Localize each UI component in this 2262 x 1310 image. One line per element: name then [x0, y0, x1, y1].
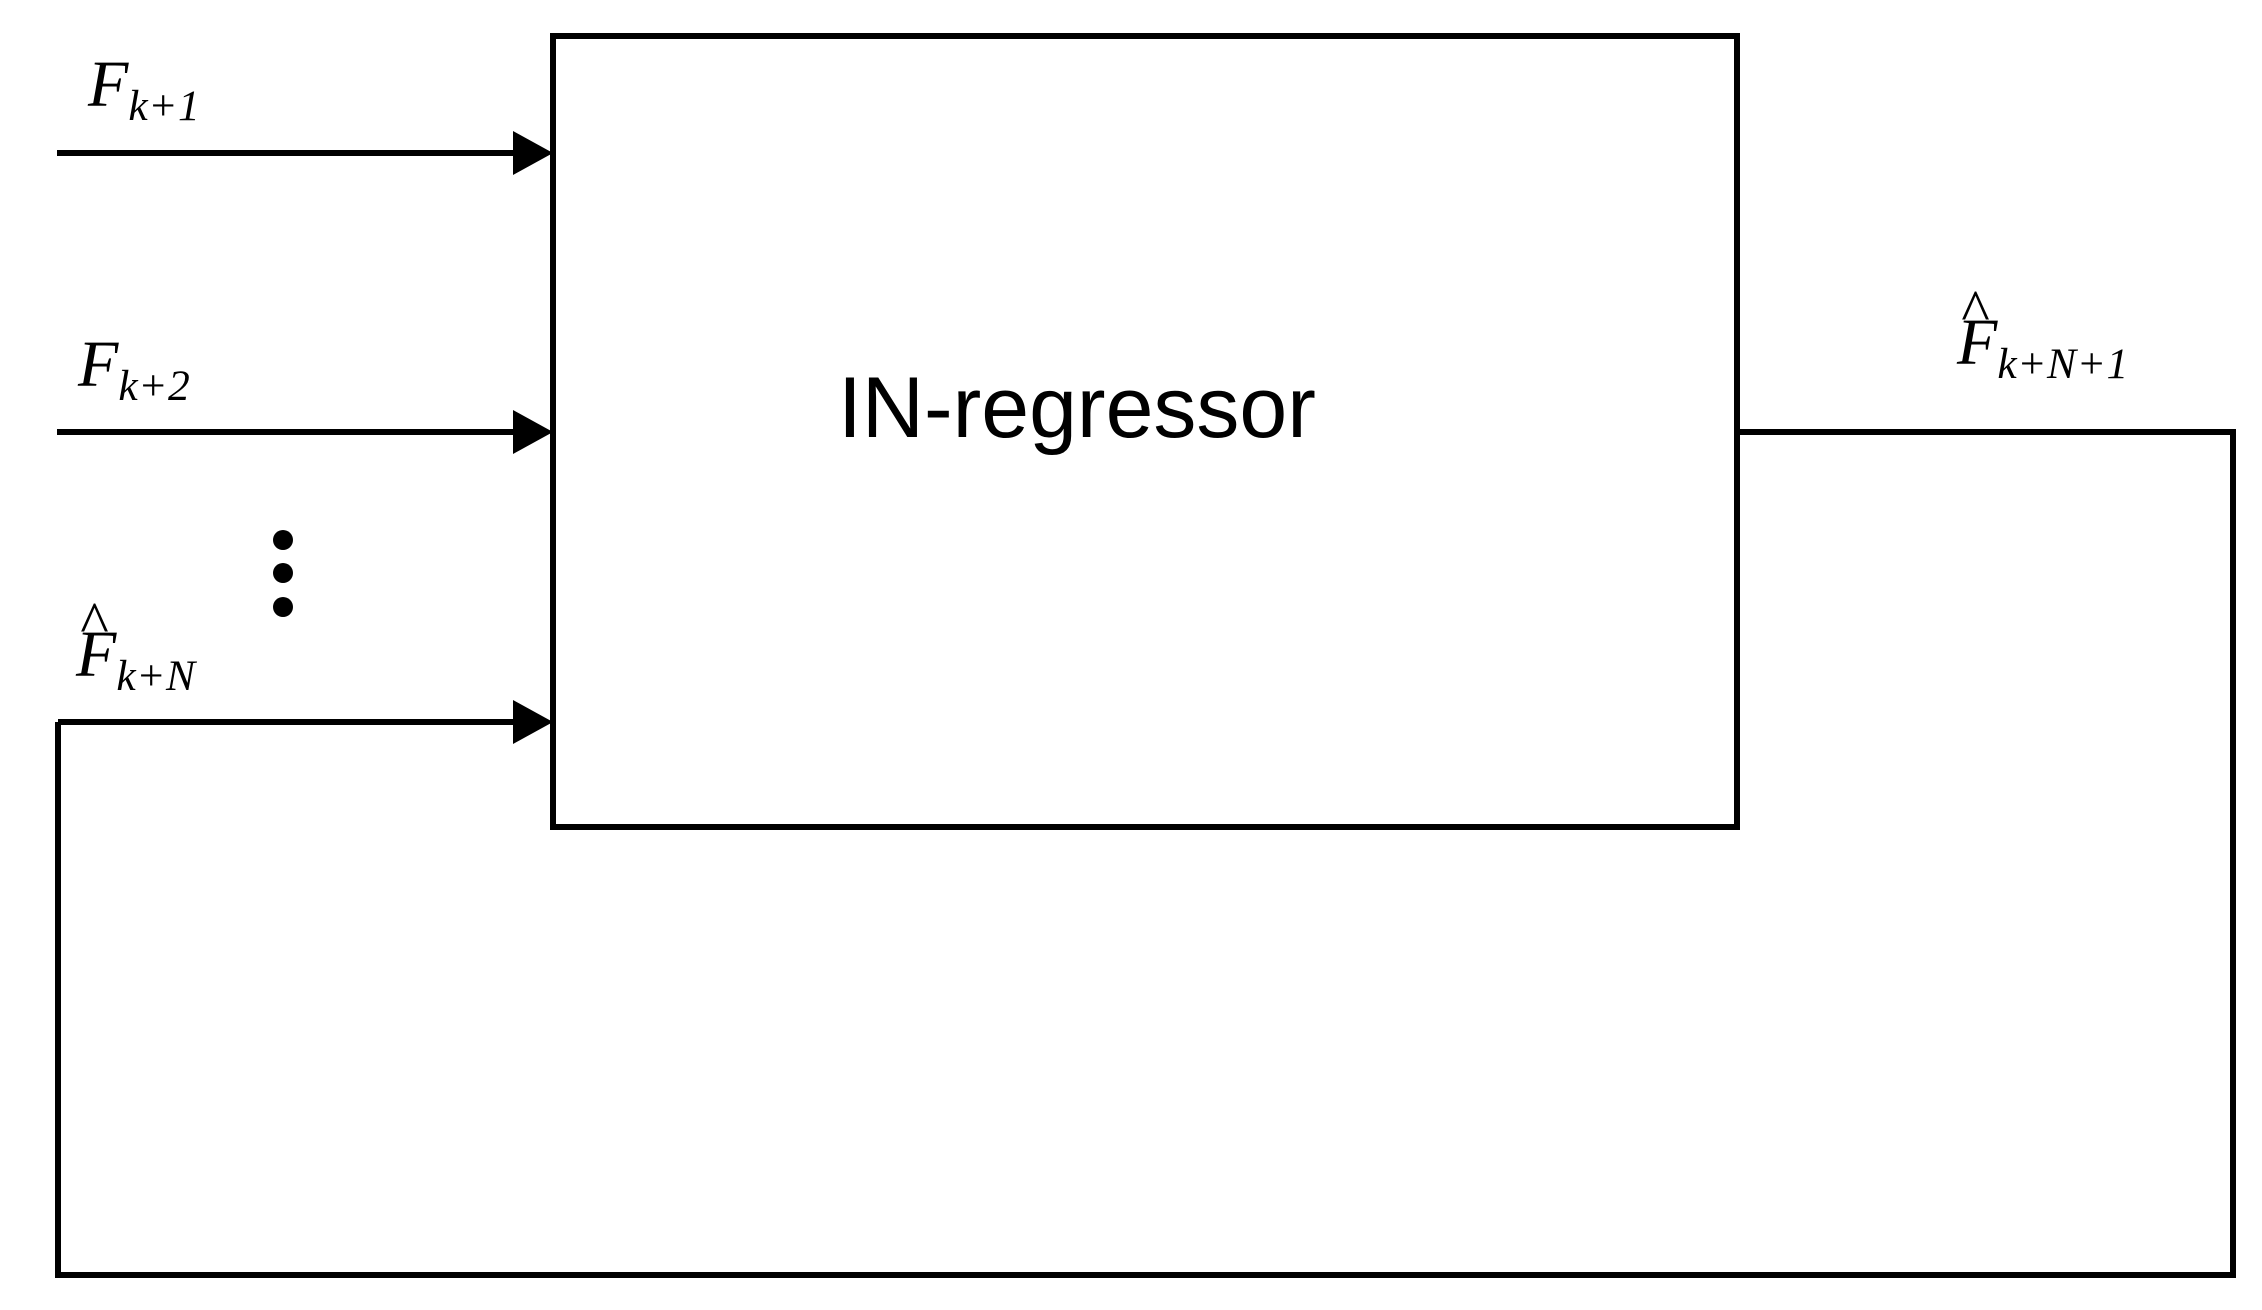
output-label-subscript: k+N+1: [1997, 340, 2129, 389]
output-and-feedback-path: [55, 429, 2236, 1278]
ellipsis-dot-3: [273, 597, 293, 617]
input-2-arrowhead: [513, 410, 553, 454]
output-label-base-letter: F: [1957, 306, 1998, 379]
regressor-block-label: IN-regressor: [838, 360, 1316, 456]
ellipsis-dot-2: [273, 563, 293, 583]
input-2-label: Fk+2: [78, 328, 190, 409]
output-label: ^Fk+N+1: [1957, 281, 2129, 386]
input-1-arrowhead: [513, 131, 553, 175]
input-n-label-base: ^F: [76, 593, 116, 688]
hat-accent-icon: ^: [80, 590, 109, 658]
input-2-label-base: F: [78, 328, 119, 401]
input-n-label-subscript: k+N: [116, 652, 196, 701]
ellipsis-dot-1: [273, 530, 293, 550]
input-1-label-base: F: [88, 48, 129, 121]
input-n-arrowhead: [513, 700, 553, 744]
output-label-base: ^F: [1957, 281, 1997, 376]
input-n-label-base-letter: F: [76, 618, 117, 691]
input-2-label-subscript: k+2: [118, 362, 191, 411]
input-n-label: ^Fk+N: [76, 593, 196, 698]
regressor-block-rect: [550, 33, 1740, 830]
input-1-label: Fk+1: [88, 48, 200, 129]
input-1-label-subscript: k+1: [128, 82, 201, 131]
hat-accent-icon: ^: [1961, 278, 1990, 346]
